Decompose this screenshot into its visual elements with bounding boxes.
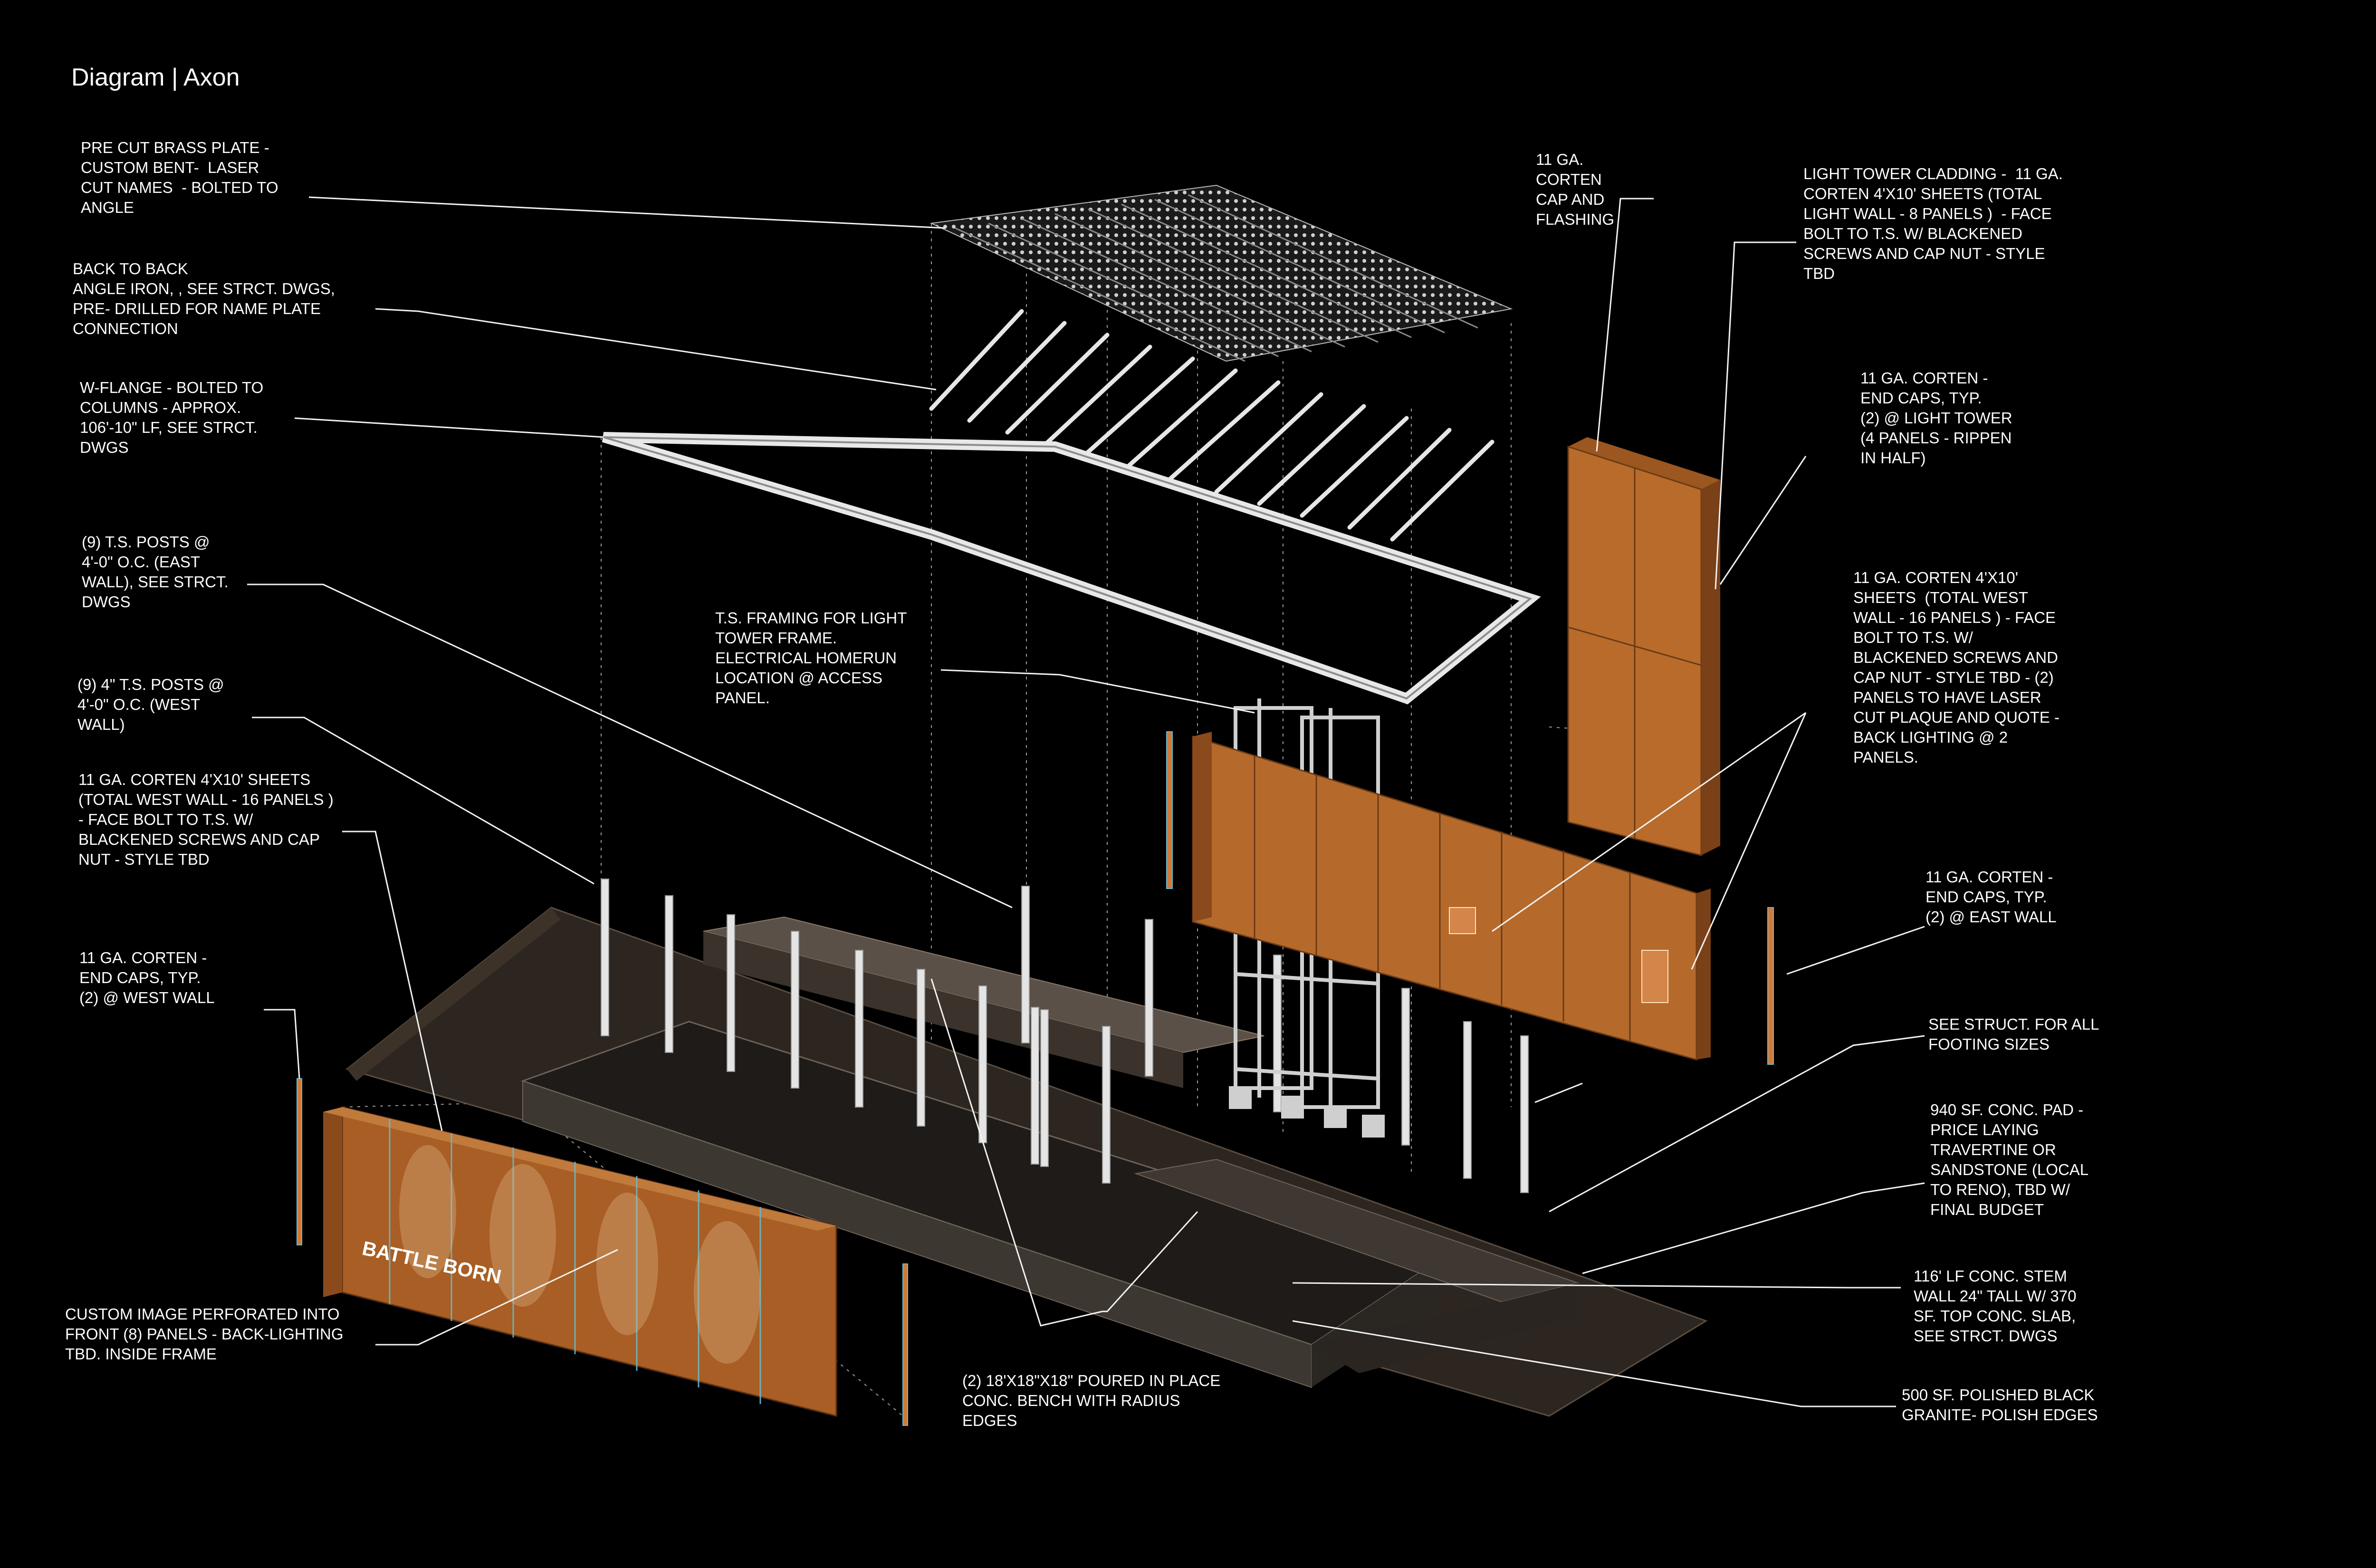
callout-end-caps-west: 11 GA. CORTEN - END CAPS, TYP. (2) @ WES…	[79, 949, 215, 1006]
callout-bench: (2) 18'X18"X18" POURED IN PLACE CONC. BE…	[962, 1372, 1221, 1429]
callout-ts-posts-east: (9) T.S. POSTS @ 4'-0" O.C. (EAST WALL),…	[82, 533, 229, 611]
callout-corten-west-sheets: 11 GA. CORTEN 4'X10' SHEETS (TOTAL WEST …	[78, 771, 334, 868]
callout-light-tower-frame: T.S. FRAMING FOR LIGHT TOWER FRAME. ELEC…	[715, 609, 907, 707]
brass-plate	[929, 184, 1513, 362]
west-wall-panels: BATTLE BORN	[297, 1078, 908, 1426]
ts-posts	[601, 879, 1529, 1193]
callout-w-flange: W-FLANGE - BOLTED TO COLUMNS - APPROX. 1…	[80, 379, 264, 456]
leader-lines	[247, 196, 1925, 1407]
callout-brass-plate: PRE CUT BRASS PLATE - CUSTOM BENT- LASER…	[81, 139, 278, 216]
callout-custom-image: CUSTOM IMAGE PERFORATED INTO FRONT (8) P…	[65, 1305, 344, 1363]
granite-stem-wall	[520, 1021, 1580, 1388]
callout-corten-cap: 11 GA. CORTEN CAP AND FLASHING	[1536, 151, 1615, 228]
angle-irons	[929, 309, 1495, 542]
callout-angle-iron: BACK TO BACK ANGLE IRON, , SEE STRCT. DW…	[73, 260, 335, 337]
callout-corten-west-plaque: 11 GA. CORTEN 4'X10' SHEETS (TOTAL WEST …	[1853, 569, 2060, 766]
page-title: Diagram | Axon	[71, 64, 240, 91]
light-tower-cladding	[1567, 437, 1720, 856]
callout-end-caps-tower: 11 GA. CORTEN - END CAPS, TYP. (2) @ LIG…	[1860, 369, 2012, 467]
callout-light-tower-cladding: LIGHT TOWER CLADDING - 11 GA. CORTEN 4'X…	[1803, 165, 2063, 282]
callout-stem-wall: 116' LF CONC. STEM WALL 24" TALL W/ 370 …	[1914, 1267, 2077, 1345]
callout-ts-posts-west: (9) 4" T.S. POSTS @ 4'-0" O.C. (WEST WAL…	[77, 676, 224, 733]
w-flange-frame	[602, 432, 1541, 705]
callout-conc-pad: 940 SF. CONC. PAD - PRICE LAYING TRAVERT…	[1930, 1101, 2089, 1218]
callout-end-caps-east: 11 GA. CORTEN - END CAPS, TYP. (2) @ EAS…	[1926, 868, 2057, 926]
callout-granite: 500 SF. POLISHED BLACK GRANITE- POLISH E…	[1902, 1386, 2098, 1424]
east-wall-panels	[1166, 731, 1774, 1065]
callout-footing: SEE STRUCT. FOR ALL FOOTING SIZES	[1928, 1015, 2099, 1053]
